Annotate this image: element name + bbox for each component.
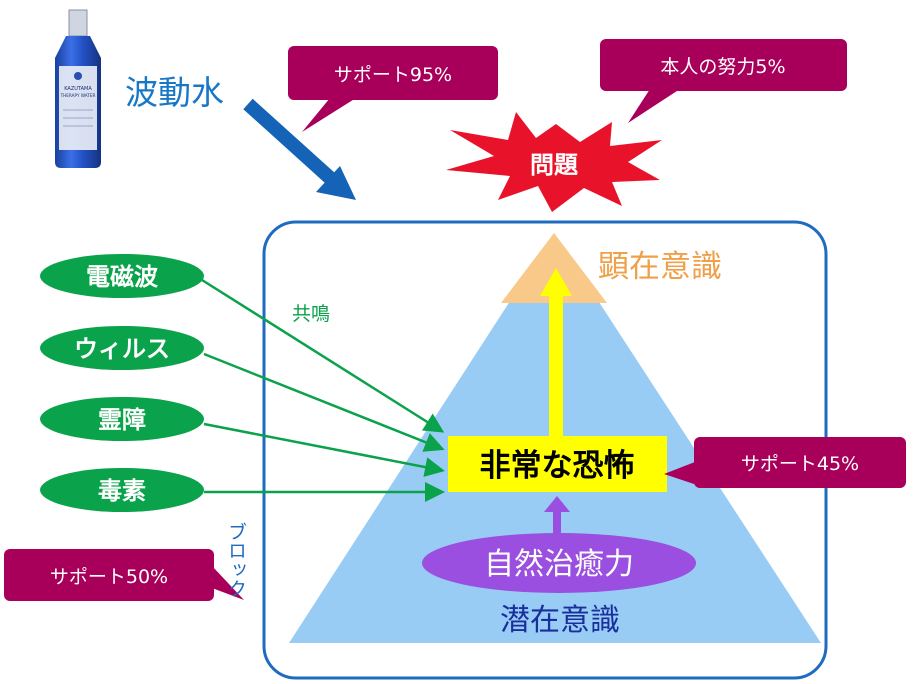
resonance-label: 共鳴	[292, 303, 330, 325]
factor-spiritual: 霊障	[40, 397, 204, 441]
svg-text:ウィルス: ウィルス	[74, 335, 170, 363]
title-hadousui: 波動水	[125, 73, 224, 112]
label-subconscious: 潜在意識	[500, 603, 620, 638]
svg-text:サポート95%: サポート95%	[334, 64, 452, 86]
product-bottle: KAZUTAMA THERAPY WATER	[55, 9, 101, 168]
healing-oval: 自然治癒力	[422, 533, 696, 593]
pyramid-top	[501, 233, 607, 303]
bottle-brand-line2: THERAPY WATER	[60, 93, 96, 98]
svg-text:霊障: 霊障	[98, 406, 146, 434]
factor-virus: ウィルス	[40, 326, 204, 370]
burst-label: 問題	[530, 151, 579, 179]
svg-text:サポート50%: サポート50%	[50, 566, 168, 588]
factor-electromagnetic: 電磁波	[40, 254, 204, 298]
problem-burst: 問題	[446, 112, 662, 212]
factor-arrows	[201, 278, 445, 502]
arrow-electromagnetic	[201, 278, 445, 433]
callout-support-95: サポート95%	[288, 46, 498, 132]
bottle-logo-icon	[74, 72, 82, 80]
bottle-cap	[68, 9, 88, 37]
factor-toxin: 毒素	[40, 468, 204, 512]
fear-box: 非常な恐怖	[448, 436, 667, 492]
label-conscious: 顕在意識	[598, 249, 722, 285]
fear-label: 非常な恐怖	[480, 448, 635, 484]
svg-text:毒素: 毒素	[98, 477, 146, 505]
svg-text:電磁波: 電磁波	[86, 263, 159, 291]
bottle-brand-line1: KAZUTAMA	[64, 86, 92, 92]
block-label: ブロック	[225, 522, 247, 598]
wave-water-arrow	[243, 98, 356, 200]
svg-text:サポート45%: サポート45%	[741, 453, 859, 475]
healing-up-arrow	[544, 496, 570, 534]
arrow-virus	[203, 352, 445, 452]
arrow-spiritual	[203, 422, 445, 477]
callout-support-45: サポート45%	[664, 437, 906, 488]
healing-label: 自然治癒力	[484, 547, 634, 582]
svg-text:本人の努力5%: 本人の努力5%	[660, 56, 785, 78]
callout-effort-5: 本人の努力5%	[600, 39, 847, 123]
fear-up-arrow	[540, 268, 572, 437]
callout-support-50: サポート50%	[4, 549, 244, 601]
